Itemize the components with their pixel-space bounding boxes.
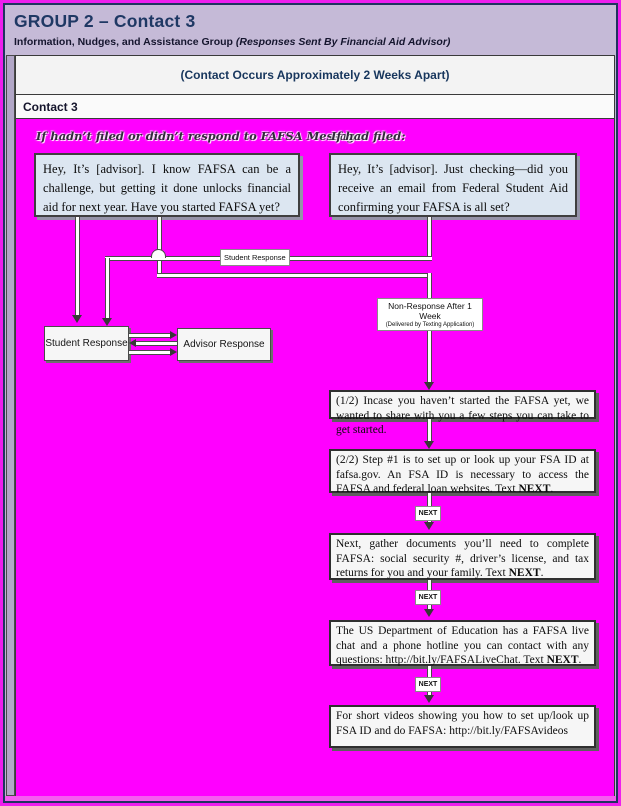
connector-nonresponse-to-step1 — [427, 325, 432, 383]
step-text: For short videos showing you how to set … — [336, 710, 589, 737]
non-response-label: Non-Response After 1 Week (Delivered by … — [377, 298, 483, 331]
connector-left-nonresponse-vertical — [157, 217, 162, 275]
step-bold-text: NEXT — [508, 567, 541, 580]
message-box-left: Hey, It’s [advisor]. I know FAFSA can be… — [34, 153, 300, 217]
connector-to-nonresponse-label — [427, 273, 432, 299]
subtitle-text: Information, Nudges, and Assistance Grou… — [14, 36, 236, 48]
step-box-4: The US Department of Education has a FAF… — [329, 620, 596, 666]
step-bold-text: NEXT — [518, 483, 551, 496]
document-header: GROUP 2 – Contact 3 Information, Nudges,… — [5, 5, 616, 56]
connector-right-to-student-box — [105, 258, 110, 320]
step-bold-text: NEXT — [546, 654, 579, 667]
next-tag: NEXT — [415, 677, 441, 692]
next-tag: NEXT — [415, 506, 441, 521]
step-box-5: For short videos showing you how to set … — [329, 705, 596, 748]
next-tag: NEXT — [415, 590, 441, 605]
subtitle-italic-text: (Responses Sent By Financial Aid Advisor… — [235, 36, 451, 48]
student-response-box: Student Response — [44, 326, 129, 361]
non-response-subtitle: (Delivered by Texting Application) — [385, 322, 475, 328]
arrow-down-icon — [102, 318, 112, 326]
page-subtitle: Information, Nudges, and Assistance Grou… — [14, 36, 450, 48]
step-text: . — [550, 483, 554, 496]
connector-step1-step2 — [427, 419, 432, 442]
connector-left-message-to-student — [75, 217, 80, 317]
condition-label-left: If hadn’t filed or didn’t respond to FAF… — [36, 129, 367, 143]
page-margin-bottom — [5, 796, 616, 803]
step-box-1: (1/2) Incase you haven’t started the FAF… — [329, 390, 596, 436]
step-text: Next, gather documents you’ll need to co… — [336, 538, 589, 580]
connector-left-nonresponse-horizontal — [157, 273, 431, 278]
step-box-3: Next, gather documents you’ll need to co… — [329, 533, 596, 580]
step-box-2: (2/2) Step #1 is to set up or look up yo… — [329, 449, 596, 496]
arrow-down-icon — [424, 382, 434, 390]
connector-student-advisor-3 — [129, 350, 171, 355]
contact-header-row: Contact 3 — [16, 95, 614, 119]
arrow-down-icon — [424, 522, 434, 530]
condition-label-right: If had filed: — [331, 129, 406, 143]
step-text: . — [540, 567, 544, 580]
step-text: (2/2) Step #1 is to set up or look up yo… — [336, 454, 589, 496]
connector-right-message-stub — [427, 217, 432, 261]
arrow-right-icon — [170, 348, 177, 356]
arrow-left-icon — [129, 339, 136, 347]
arrow-down-icon — [424, 441, 434, 449]
connector-student-advisor-1 — [129, 333, 171, 338]
page-title: GROUP 2 – Contact 3 — [14, 11, 196, 31]
arrow-down-icon — [424, 695, 434, 703]
timing-header-row: (Contact Occurs Approximately 2 Weeks Ap… — [16, 56, 614, 95]
advisor-response-box: Advisor Response — [177, 328, 271, 361]
student-response-connector-label: Student Response — [220, 249, 290, 266]
non-response-title: Non-Response After 1 Week — [388, 301, 472, 321]
arrow-down-icon — [424, 609, 434, 617]
arrow-right-icon — [170, 331, 177, 339]
arrow-down-icon — [72, 315, 82, 323]
contact-table: (Contact Occurs Approximately 2 Weeks Ap… — [15, 55, 615, 796]
line-jump — [151, 249, 166, 258]
step-text: (1/2) Incase you haven’t started the FAF… — [336, 395, 589, 437]
step-text: The US Department of Education has a FAF… — [336, 625, 589, 667]
step-text: . — [578, 654, 582, 667]
table-left-margin-column — [6, 55, 15, 796]
connector-student-advisor-2 — [135, 341, 177, 346]
message-box-right: Hey, It’s [advisor]. Just checking—did y… — [329, 153, 577, 217]
flowchart-canvas: If hadn’t filed or didn’t respond to FAF… — [16, 119, 614, 796]
